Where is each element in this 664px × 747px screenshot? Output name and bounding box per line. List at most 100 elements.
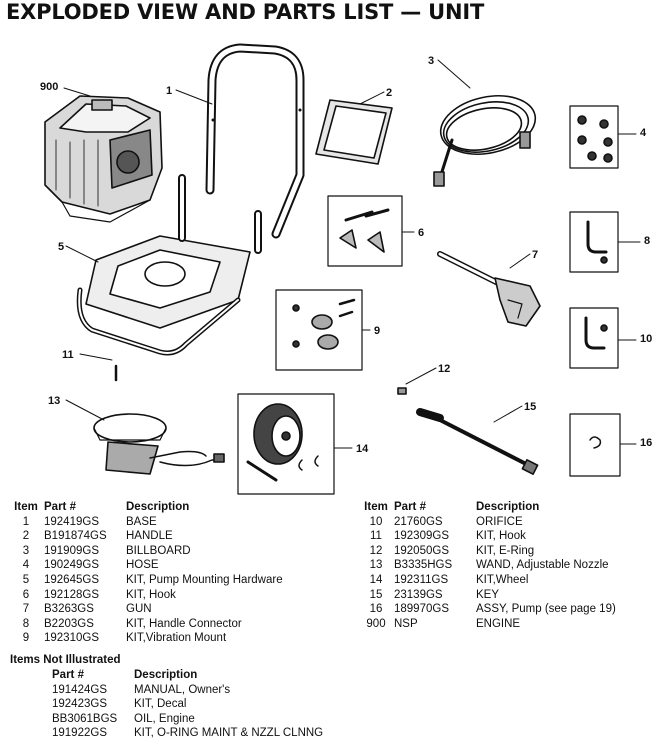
table-row: 11 192309GS KIT, Hook	[358, 529, 616, 544]
hose-illustration	[433, 95, 537, 187]
callout-16: 13	[48, 395, 60, 407]
callout-1: 5	[58, 241, 64, 253]
row-item: 4	[22, 559, 30, 572]
row-item: 15	[369, 588, 383, 601]
row-description: KIT, Hook	[126, 588, 176, 601]
pump-mounting-hardware-box	[569, 105, 619, 169]
row-part: B3263GS	[44, 603, 94, 616]
row-item: 12	[369, 544, 383, 557]
row-item: 14	[369, 573, 383, 586]
table-row: 191424GS MANUAL, Owner's	[10, 683, 323, 698]
row-part: B191874GS	[44, 530, 107, 543]
row-part: 189970GS	[394, 603, 449, 616]
header-part: Part #	[52, 669, 84, 681]
row-description: KIT,Vibration Mount	[126, 632, 227, 645]
row-item: 5	[22, 573, 30, 586]
row-description: KIT, Decal	[134, 698, 187, 711]
row-description: ASSY, Pump (see page 19)	[476, 603, 616, 616]
row-description: ENGINE	[476, 617, 521, 630]
wand-illustration	[416, 408, 539, 475]
row-item: 900	[366, 617, 386, 630]
table-row: 13 B3335HGS WAND, Adjustable Nozzle	[358, 558, 616, 573]
row-item: 3	[22, 544, 30, 557]
row-part: 190249GS	[44, 559, 99, 572]
row-description: BASE	[126, 515, 157, 528]
billboard-illustration	[315, 99, 393, 165]
callout-10: 12	[438, 363, 450, 375]
header-part: Part #	[44, 501, 76, 513]
callout-11: 10	[640, 333, 652, 345]
row-item: 11	[370, 530, 382, 543]
header-description: Description	[134, 669, 198, 681]
wheel-kit-box	[237, 393, 335, 495]
exploded-view-diagram: 900 1 2 3 4	[40, 43, 652, 495]
orifice-illustration	[397, 387, 407, 395]
row-part: B2203GS	[44, 617, 94, 630]
header-part: Part #	[394, 501, 426, 513]
row-description: KIT, Hook	[476, 530, 526, 543]
row-part: 191424GS	[52, 683, 107, 696]
header-description: Description	[476, 501, 540, 513]
row-part: 192128GS	[44, 588, 99, 601]
row-part: 191922GS	[52, 727, 107, 740]
callout-6: 8	[644, 235, 650, 247]
callout-14: 14	[356, 443, 369, 455]
table-header: Part # Description	[10, 668, 323, 683]
handle-connector-box	[327, 195, 403, 267]
row-part: NSP	[394, 617, 418, 630]
page-title: EXPLODED VIEW AND PARTS LIST — UNIT	[6, 0, 485, 24]
row-item: 16	[369, 603, 383, 616]
row-item: 13	[369, 559, 383, 572]
row-item: 6	[22, 588, 30, 601]
row-part: 192050GS	[394, 544, 449, 557]
table-row: 16 189970GS ASSY, Pump (see page 19)	[358, 602, 616, 617]
row-description: GUN	[126, 603, 152, 616]
row-description: HOSE	[126, 559, 159, 572]
callout-900: 900	[40, 81, 58, 93]
table-row: 191922GS KIT, O-RING MAINT & NZZL CLNNG	[10, 726, 323, 741]
hook-kit-box-11	[569, 307, 619, 369]
callout-7: 7	[532, 249, 538, 261]
row-part: 192311GS	[394, 573, 449, 586]
callout-8: 6	[418, 227, 424, 239]
callout-5: 4	[640, 127, 647, 139]
callout-2: 1	[166, 85, 172, 97]
row-description: WAND, Adjustable Nozzle	[476, 559, 609, 572]
callout-13: 15	[524, 401, 536, 413]
row-part: 21760GS	[394, 515, 443, 528]
callout-3: 2	[386, 87, 392, 99]
table-row: 900 NSP ENGINE	[358, 617, 616, 632]
callout-4: 3	[428, 55, 434, 67]
header-item: Item	[14, 501, 38, 513]
base-illustration	[76, 174, 262, 356]
row-part: 192310GS	[44, 632, 99, 645]
e-ring-kit-box	[569, 413, 621, 477]
table-header: Item Part # Description	[358, 500, 616, 515]
row-description: KIT, Pump Mounting Hardware	[126, 573, 283, 586]
table-row: 6 192128GS KIT, Hook	[8, 588, 283, 603]
pump-assembly-illustration	[93, 413, 225, 475]
not-illustrated-table: Part # Description 191424GS MANUAL, Owner…	[10, 668, 323, 741]
row-part: 23139GS	[394, 588, 443, 601]
table-header: Item Part # Description	[8, 500, 283, 515]
not-illustrated-title: Items Not Illustrated	[10, 654, 121, 666]
row-part: B3335HGS	[394, 559, 453, 572]
row-part: 192309GS	[394, 530, 449, 543]
row-part: 191909GS	[44, 544, 99, 557]
gun-illustration	[437, 251, 541, 327]
table-row: 4 190249GS HOSE	[8, 558, 283, 573]
engine-illustration	[44, 95, 163, 223]
row-description: MANUAL, Owner's	[134, 683, 231, 696]
row-description: KIT, O-RING MAINT & NZZL CLNNG	[134, 727, 324, 740]
row-item: 1	[22, 515, 30, 528]
